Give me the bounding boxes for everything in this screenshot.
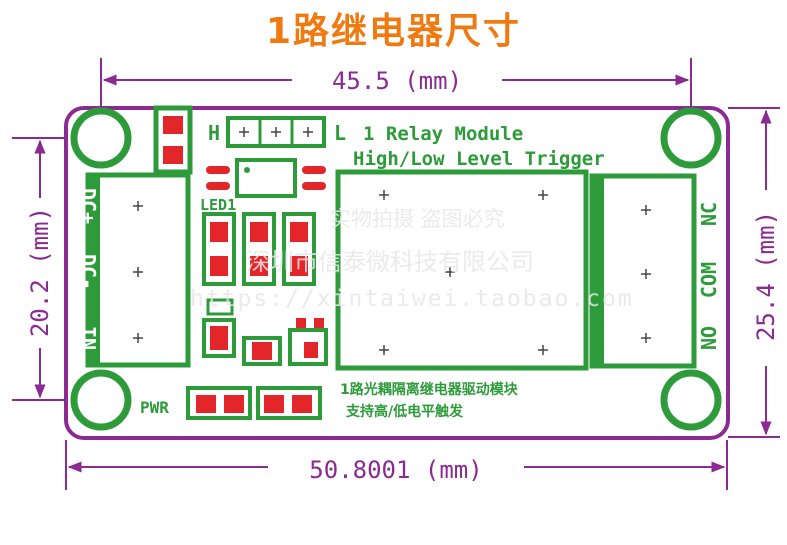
label-cn-line1: 1路光耦隔离继电器驱动模块 [340,381,519,398]
smd-components [202,212,328,366]
output-terminal-block [589,173,697,369]
mounting-holes [70,107,722,431]
label-in: IN [76,326,100,350]
dimension-right: 25.4 (mm) [752,211,780,341]
dimension-left: 20.2 (mm) [26,207,54,337]
label-dc-plus: DC+ [76,188,100,224]
label-trigger: High/Low Level Trigger [353,148,605,170]
label-dc-minus: DC- [76,254,100,290]
watermark-line1: 实物拍摄 盗图必究 [330,207,505,231]
power-led-pads [186,386,322,420]
jumper-pad-outline [153,105,193,175]
label-nc: NC [697,202,721,226]
label-led1: LED1 [200,196,236,214]
page-title: 1路继电器尺寸 [265,11,522,52]
dimension-top: 45.5 (mm) [332,67,462,95]
label-com: COM [697,262,721,298]
watermark-line2: 深圳市信泰微科技有限公司 [246,248,534,276]
label-cn-line2: 支持高/低电平触发 [345,403,464,420]
label-h: H [208,121,220,145]
optocoupler-ic [235,158,297,198]
label-l: L [334,121,346,145]
dimension-bottom: 50.8001 (mm) [309,456,482,484]
label-module-title: 1 Relay Module [363,123,523,145]
label-no: NO [697,326,721,350]
watermark-line3: https://xintaiwei.taobao.com [190,286,634,312]
label-pwr: PWR [140,398,169,417]
relay-body [335,169,589,371]
